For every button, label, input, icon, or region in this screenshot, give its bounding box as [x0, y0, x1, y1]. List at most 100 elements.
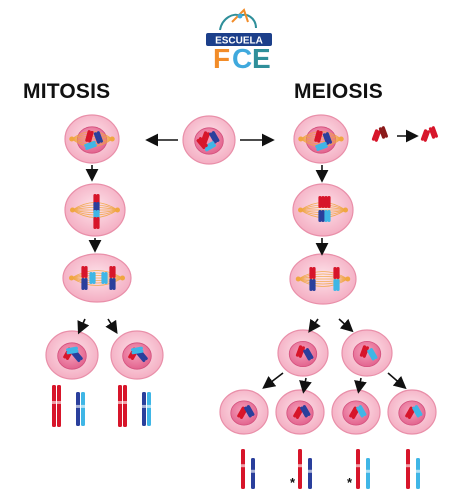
chromatid: [237, 406, 245, 418]
mitosis-chromosome-blue-1: [80, 392, 86, 426]
chromatid: [381, 126, 388, 138]
chromosome: [196, 137, 208, 150]
chromatid: [362, 346, 369, 358]
chromatid: [93, 217, 97, 229]
chromatid: [209, 132, 217, 144]
spindle-fiber: [71, 270, 123, 279]
chromatid: [420, 129, 428, 141]
chromatid: [81, 278, 85, 290]
centrosome: [70, 207, 75, 213]
chromatid: [333, 267, 337, 279]
nucleus: [122, 342, 152, 370]
chromatid: [321, 196, 325, 208]
chromosome: [89, 272, 96, 284]
mitosis-chromosome-red-1: [56, 385, 62, 427]
chromatid: [131, 346, 143, 352]
chromatid: [89, 272, 93, 284]
chromosome: [412, 405, 423, 418]
spindle-fiber: [298, 276, 348, 280]
meiosis-gamete-cell-3: [331, 389, 381, 435]
meiosis-chromosome-2a: [297, 449, 303, 489]
mitosis-prophase-cell: [64, 114, 120, 164]
meiosis-chromosome-1a: [240, 449, 246, 489]
arrow-meiosis-3: [308, 318, 321, 333]
mitosis-chromosome-blue-2: [141, 392, 147, 426]
chromosome: [367, 348, 378, 361]
chromatid: [359, 345, 367, 357]
chromatid: [423, 130, 430, 142]
arrow-mitosis-3: [77, 318, 90, 335]
chromatid: [325, 132, 332, 144]
arrow-meiosis-4: [338, 318, 354, 333]
meiosis-gamete-cell-4: [387, 389, 437, 435]
chromatid: [92, 272, 96, 284]
centrosome: [345, 276, 351, 282]
chromatid: [85, 143, 97, 150]
centrosome: [115, 207, 120, 213]
chromatid: [205, 143, 216, 152]
chromatid: [211, 131, 220, 142]
centrosome: [298, 136, 304, 142]
chromosome: [101, 272, 108, 284]
centrosome: [295, 276, 301, 282]
chromatid: [367, 349, 375, 361]
chromatid: [405, 406, 413, 418]
chromosome: [81, 266, 88, 278]
centrosome: [298, 207, 303, 213]
chromatid: [298, 346, 305, 358]
chromosome: [109, 278, 116, 290]
centromere: [365, 469, 371, 473]
centrosome: [338, 136, 344, 142]
logo-letter-f: F: [213, 43, 230, 74]
mitosis-chromosome-red-1: [51, 385, 57, 427]
chromosome: [359, 345, 369, 358]
meiosis-gamete-cell-2: [275, 389, 325, 435]
centromere: [75, 404, 81, 408]
meiosis-chromosome-3b: [365, 458, 371, 489]
spindle-fiber: [298, 278, 348, 285]
chromatid: [358, 405, 367, 416]
chromosome: [371, 129, 381, 142]
chromosome: [315, 141, 328, 151]
chromosome: [244, 405, 255, 418]
chromatid: [333, 279, 337, 291]
meiosis-anaphase-cell: [289, 253, 357, 305]
chromosome: [93, 131, 103, 144]
meiosis-chromosome-3a: [355, 449, 361, 489]
chromosome: [66, 346, 79, 355]
chromosome: [378, 126, 388, 139]
spindle-fiber: [298, 278, 348, 282]
chromatid: [123, 385, 127, 427]
logo-word: ESCUELA: [215, 36, 263, 47]
centromere: [122, 400, 128, 404]
chromatid: [85, 130, 91, 142]
chromatid: [109, 266, 113, 278]
chromatid: [303, 349, 311, 361]
chromatid: [317, 130, 323, 143]
chromatid: [112, 278, 116, 290]
nucleus: [352, 340, 382, 368]
chromatid: [371, 129, 379, 141]
meiosis-chromosome-4b: [415, 458, 421, 489]
chromosome: [333, 267, 340, 279]
chromatid: [104, 272, 108, 284]
chromatid: [322, 133, 330, 145]
chromatid: [321, 210, 325, 222]
chromatid: [96, 131, 103, 143]
meiosis-second-division-cell-1: [277, 329, 329, 377]
centromere: [405, 464, 411, 468]
chromatid: [369, 348, 378, 359]
chromosome: [428, 126, 438, 139]
mitosis-metaphase-cell: [64, 183, 126, 237]
chromatid: [336, 267, 340, 279]
chromosome: [324, 196, 331, 208]
chromosome: [322, 132, 332, 145]
centrosome: [120, 275, 125, 281]
chromosome: [420, 129, 430, 142]
chromatid: [198, 137, 208, 148]
arrow-meiosis-8: [387, 372, 407, 390]
chromatid: [131, 349, 144, 355]
chromatid: [366, 458, 370, 489]
spindle-fiber: [71, 277, 123, 281]
